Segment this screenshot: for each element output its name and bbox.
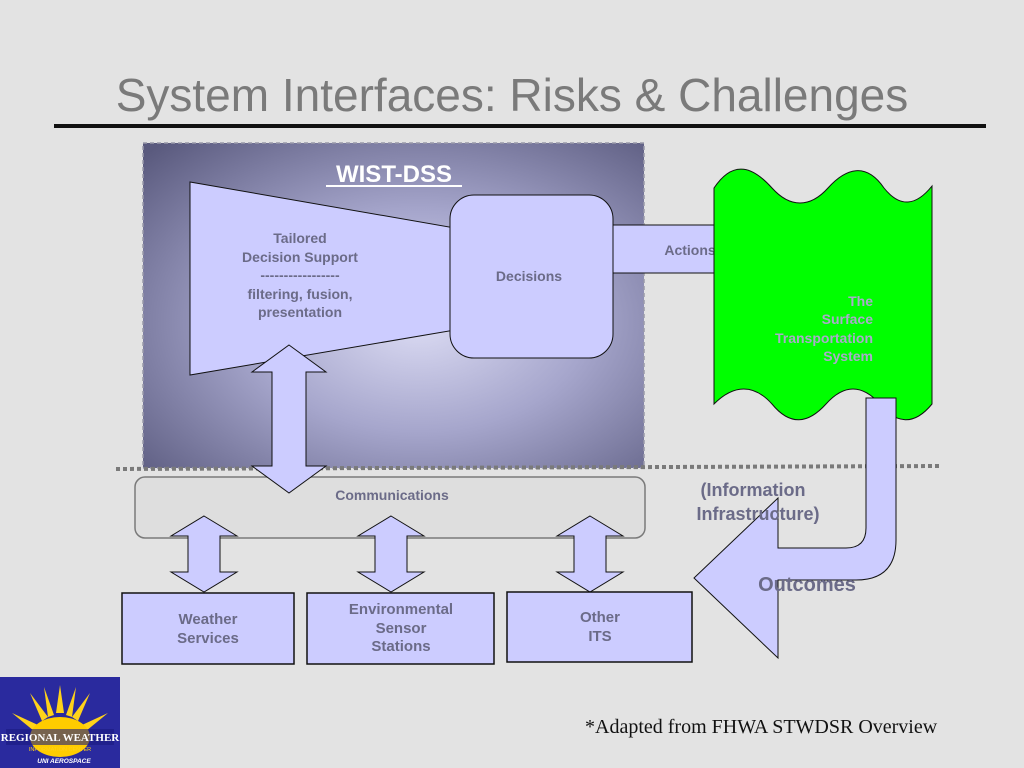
actions-label: Actions [664, 242, 716, 258]
surface-line-1: The [848, 293, 873, 309]
sun-logo: REGIONAL WEATHER INFORMATION CENTER UNI … [0, 677, 120, 768]
environmental-line-1: Environmental [349, 601, 453, 618]
sun-rays-icon [12, 685, 108, 731]
weather-services-line-1: Weather [179, 611, 238, 628]
logo-line-1: REGIONAL WEATHER [1, 732, 120, 744]
logo-line-3: UNI AEROSPACE [37, 758, 91, 765]
footnote: *Adapted from FHWA STWDSR Overview [585, 716, 938, 738]
tailored-line-1: Tailored [273, 230, 326, 246]
weather-services-line-2: Services [177, 630, 239, 647]
tailored-line-2: Decision Support [242, 249, 358, 265]
environmental-line-3: Stations [371, 638, 430, 655]
tailored-line-4: filtering, fusion, [248, 286, 353, 302]
outcomes-arrow [693, 397, 897, 660]
wist-dss-label: WIST-DSS [336, 161, 452, 188]
outcomes-label: Outcomes [758, 574, 856, 596]
surface-line-3: Transportation [775, 330, 873, 346]
slide-title: System Interfaces: Risks & Challenges [115, 69, 909, 121]
info-infrastructure-line-1: (Information [701, 480, 806, 500]
environmental-line-2: Sensor [376, 620, 427, 637]
other-its-line-2: ITS [588, 628, 611, 645]
info-infrastructure-line-2: Infrastructure) [696, 504, 819, 524]
weather-services-box [121, 592, 295, 665]
other-its-line-1: Other [580, 609, 620, 626]
decisions-label: Decisions [496, 268, 562, 284]
communications-label: Communications [335, 487, 449, 503]
information-boundary-line [115, 464, 941, 471]
surface-line-4: System [823, 348, 873, 364]
title-divider [54, 124, 986, 128]
tailored-line-5: presentation [258, 304, 342, 320]
dss-communications-double-arrow [250, 344, 328, 494]
other-its-box [506, 591, 693, 663]
surface-transportation-system-shape [713, 168, 933, 421]
environmental-communications-double-arrow [356, 515, 426, 593]
environmental-sensor-stations-box [306, 592, 495, 665]
logo-line-2: INFORMATION CENTER [29, 747, 91, 753]
tailored-line-3: ----------------- [260, 267, 340, 283]
decisions-box [449, 194, 614, 359]
weather-communications-double-arrow [169, 515, 239, 593]
surface-line-2: Surface [822, 311, 874, 327]
